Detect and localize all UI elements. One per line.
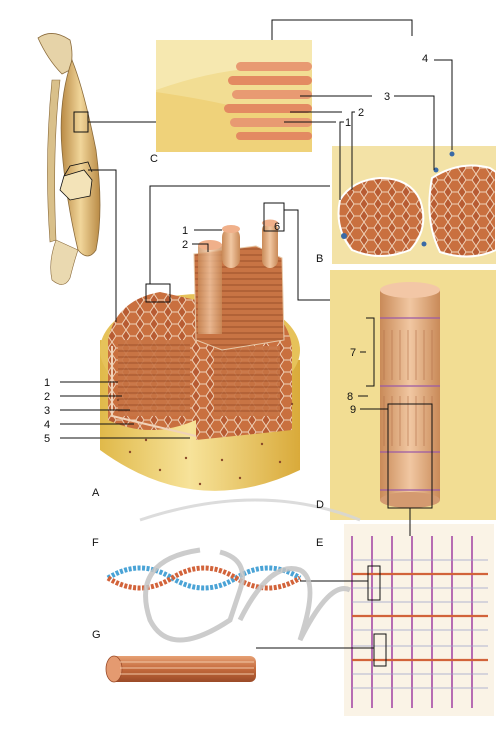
callout-c4: 4 bbox=[422, 53, 428, 65]
panel-c-label: C bbox=[150, 153, 158, 165]
callout-d9: 9 bbox=[350, 404, 356, 416]
panel-b-cross-section bbox=[332, 146, 497, 264]
e-zoom-box-top bbox=[367, 565, 381, 601]
panel-d-myofibril bbox=[330, 270, 496, 520]
callout-top2: 2 bbox=[182, 239, 188, 251]
callout-a2: 2 bbox=[44, 391, 50, 403]
callout-c1: 1 bbox=[345, 117, 351, 129]
a-zoom-box bbox=[145, 283, 171, 303]
watermark: Gn bbox=[139, 498, 361, 643]
arm-section-icon bbox=[59, 169, 93, 201]
panel-g-label: G bbox=[92, 629, 101, 641]
panel-f-filament bbox=[106, 565, 368, 591]
panel-a-muscle-bundle bbox=[100, 202, 300, 491]
callout-d7: 7 bbox=[350, 347, 356, 359]
e-zoom-box-bottom bbox=[373, 633, 387, 667]
panel-c-tendon-fibers bbox=[88, 40, 312, 152]
panel-d-label: D bbox=[316, 499, 324, 511]
callout-a1: 1 bbox=[44, 377, 50, 389]
panel-g-thick-filament bbox=[105, 647, 374, 683]
panel-a-label: A bbox=[92, 487, 100, 499]
a-fiber-zoom-box bbox=[263, 202, 285, 232]
panel-f-label: F bbox=[92, 537, 99, 549]
callout-top1: 1 bbox=[182, 225, 188, 237]
callout-a5: 5 bbox=[44, 433, 50, 445]
leader-lines bbox=[60, 19, 453, 536]
arm-illustration bbox=[37, 33, 101, 285]
callout-c2: 2 bbox=[358, 107, 364, 119]
callout-a3: 3 bbox=[44, 405, 50, 417]
panel-e-sarcomere bbox=[344, 524, 494, 716]
callout-b6: 6 bbox=[274, 221, 280, 233]
callout-a4: 4 bbox=[44, 419, 50, 431]
panel-e-label: E bbox=[316, 537, 323, 549]
panel-b-label: B bbox=[316, 253, 323, 265]
labels: C 4 3 2 1 1 2 6 B 1 2 3 4 5 A 7 8 9 D E … bbox=[44, 53, 428, 641]
callout-d8: 8 bbox=[347, 391, 353, 403]
callout-c3: 3 bbox=[384, 91, 390, 103]
